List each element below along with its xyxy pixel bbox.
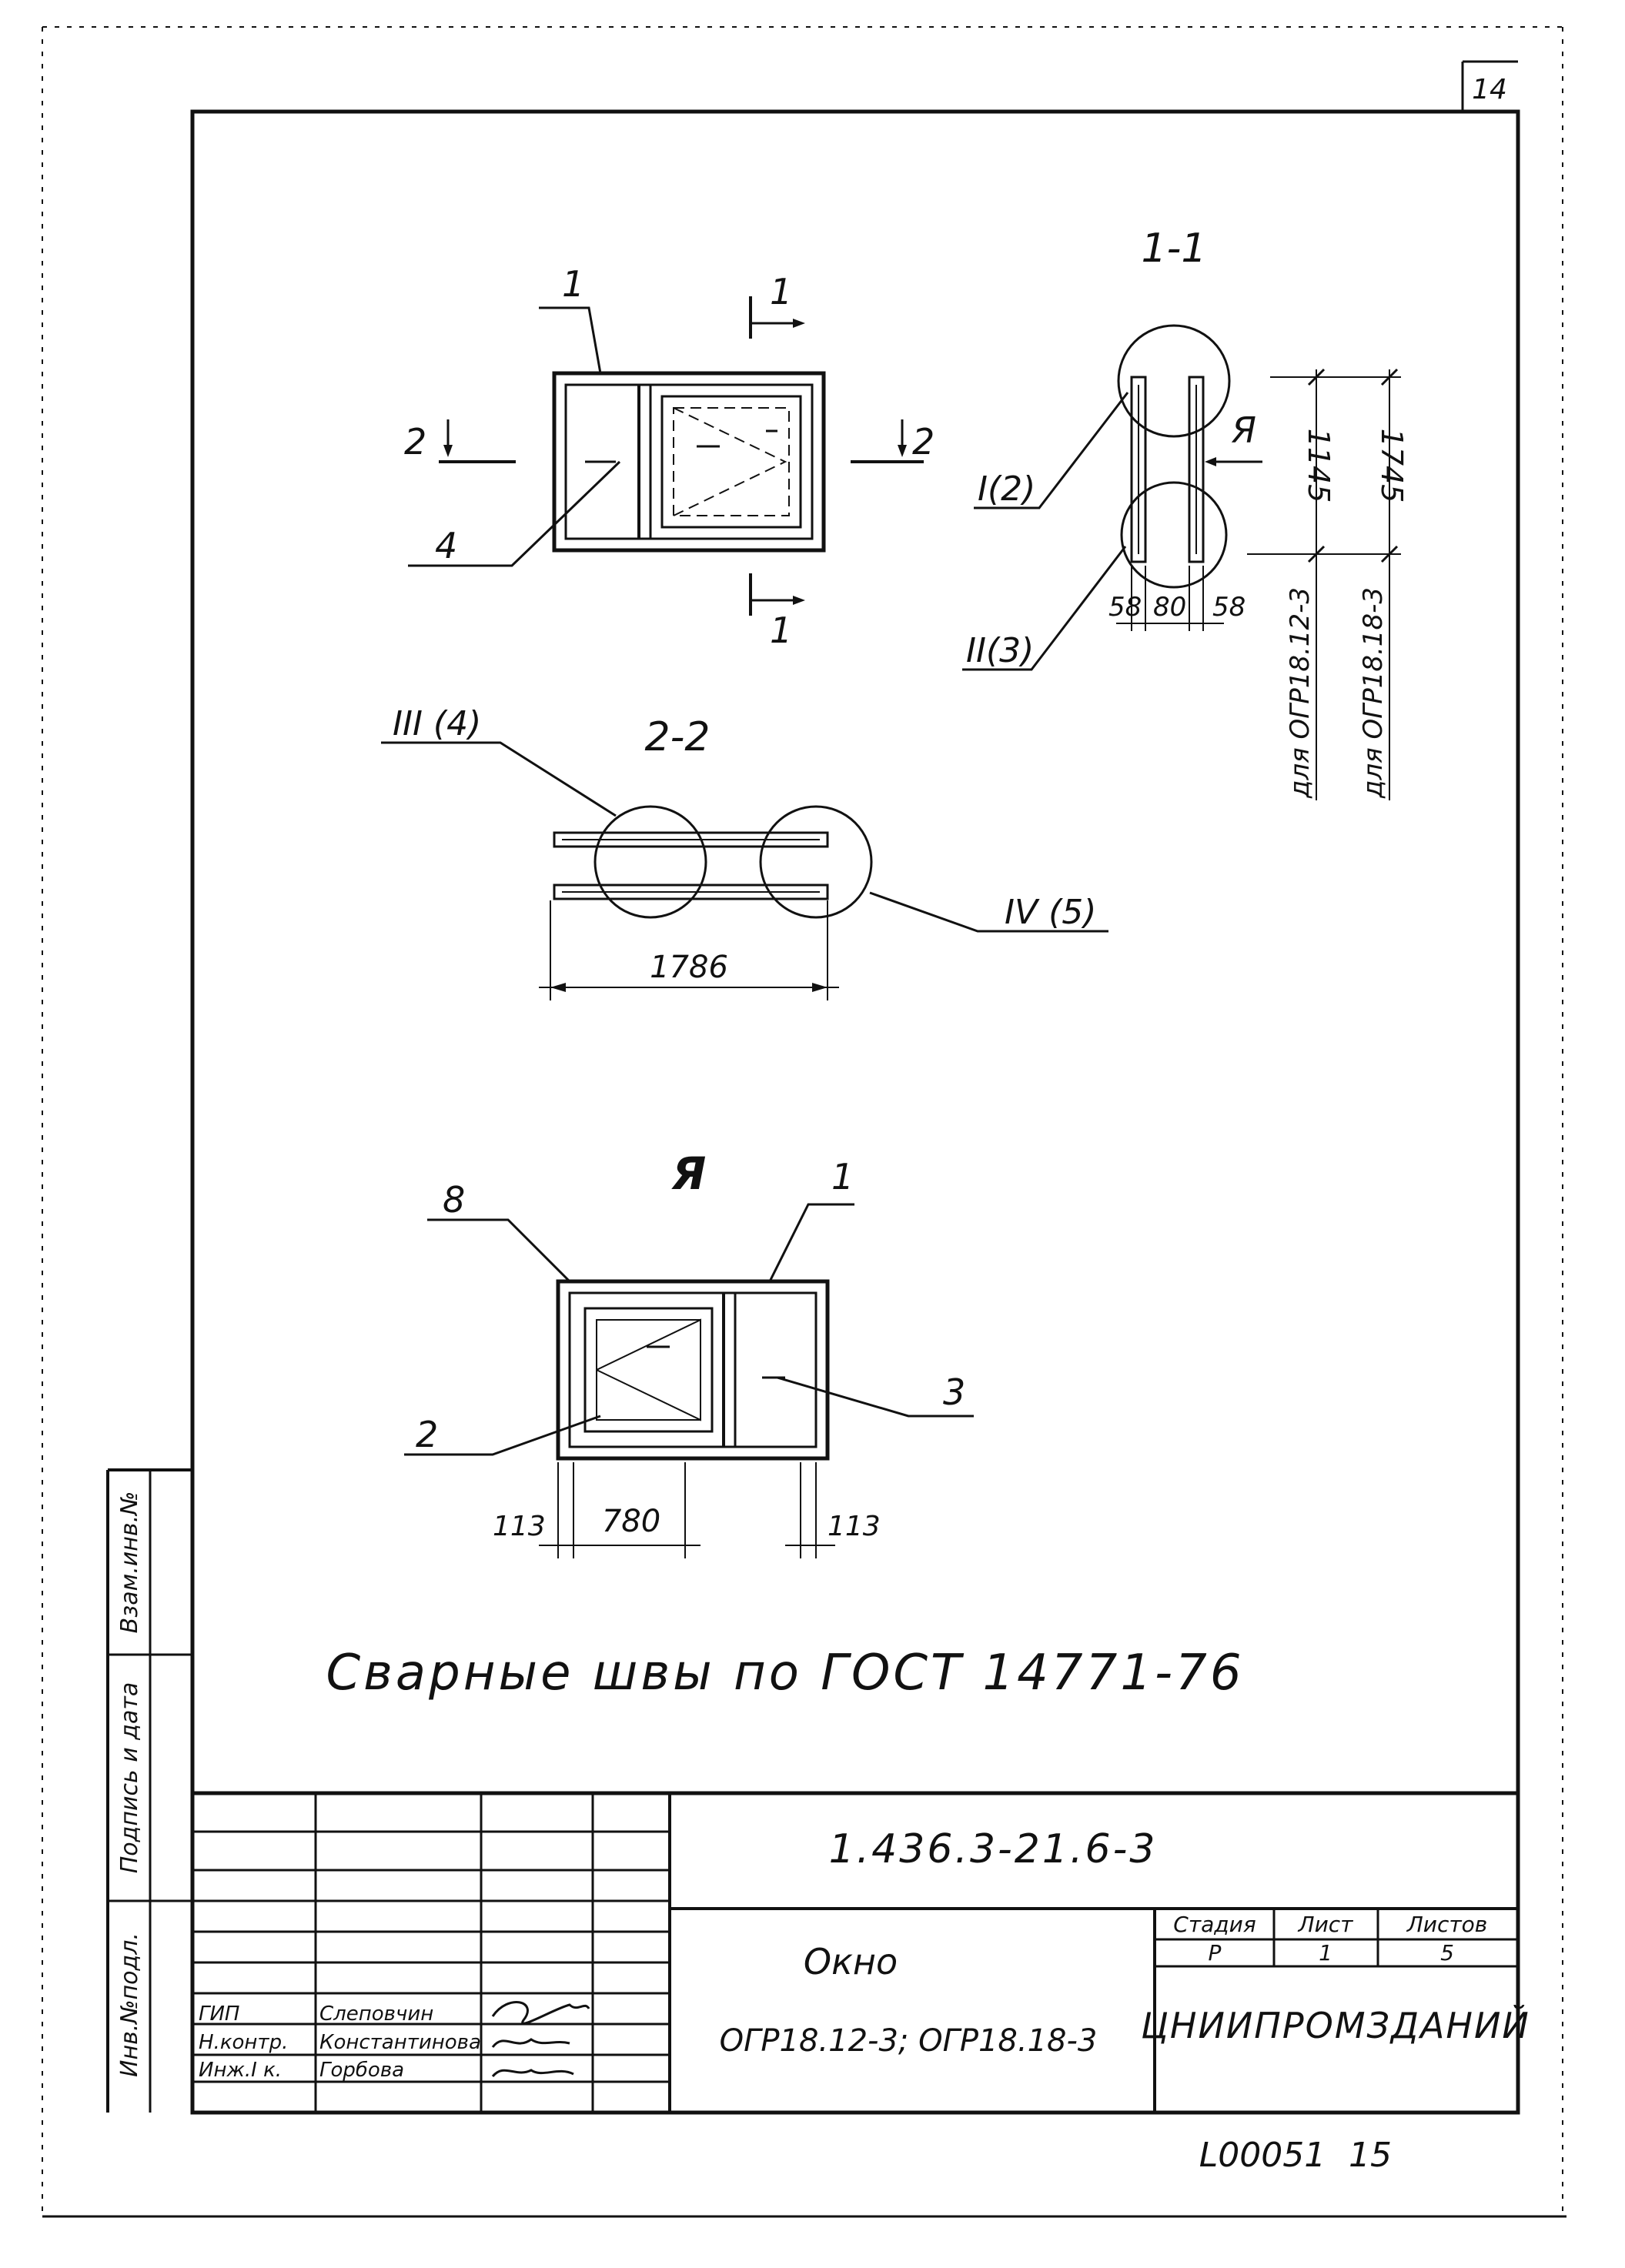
dim-58-right: 58	[1212, 592, 1245, 623]
col-sheets-header: Листов	[1406, 1912, 1488, 1937]
designation: 1.436.3-21.6-3	[829, 1826, 1158, 1872]
note-ogr-18-18: для ОГР18.18-3	[1358, 587, 1389, 799]
view-ya-leader-2: 2	[416, 1414, 438, 1455]
view-ya-mark: Я	[1231, 409, 1256, 451]
staff-name-nkontr: Константинова	[319, 2031, 481, 2054]
section-1-mark-bottom: 1	[770, 610, 792, 651]
dim-1145: 1145	[1302, 429, 1336, 503]
section-2-2	[381, 741, 1108, 1000]
signature-gip	[491, 2001, 590, 2025]
stamp-inv-no: Инв.№подл.	[116, 1932, 143, 2077]
detail-III-label: III (4)	[393, 704, 481, 743]
col-sheet-header: Лист	[1298, 1912, 1354, 1937]
staff-role-inzh: Инж.I к.	[199, 2059, 282, 2082]
stage-value: Р	[1209, 1940, 1222, 1966]
staff-name-gip: Слеповчин	[319, 2002, 433, 2026]
stamp-sign-date: Подпись и дата	[116, 1682, 143, 1874]
dim-780: 780	[602, 1504, 660, 1539]
dim-80: 80	[1153, 592, 1186, 623]
staff-role-gip: ГИП	[199, 2002, 240, 2026]
dim-58-left: 58	[1108, 592, 1142, 623]
elevation-leader-panel: 4	[435, 525, 457, 566]
title-name-line1: Окно	[804, 1941, 898, 1982]
section-2-2-title: 2-2	[645, 714, 711, 760]
dim-1786: 1786	[650, 950, 728, 985]
page-number: 15	[1349, 2136, 1392, 2175]
section-2-mark-right: 2	[912, 421, 935, 463]
col-stage-header: Стадия	[1173, 1912, 1256, 1937]
detail-I-label: I(2)	[978, 469, 1035, 509]
stamp-repl-inv: Взам.инв.№	[116, 1491, 143, 1634]
view-ya	[404, 1203, 974, 1558]
staff-name-inzh: Горбова	[319, 2059, 404, 2082]
elevation-view	[408, 296, 924, 616]
organization: ЦНИИПРОМЗДАНИЙ	[1141, 2005, 1530, 2046]
detail-IV-label: IV (5)	[1005, 893, 1096, 932]
sheet-corner-number: 14	[1472, 74, 1507, 105]
title-name-line2: ОГР18.12-3; ОГР18.18-3	[720, 2023, 1098, 2059]
dim-113-left: 113	[493, 1511, 546, 1542]
archive-code: L00051	[1199, 2136, 1326, 2175]
view-ya-title: Я	[671, 1147, 707, 1200]
drawing-frame	[190, 109, 1520, 2115]
dim-113-right: 113	[828, 1511, 881, 1542]
section-1-1-title: 1-1	[1142, 225, 1207, 272]
signature-inzh	[491, 2069, 574, 2078]
trim-lines	[42, 26, 1563, 2216]
staff-role-nkontr: Н.контр.	[199, 2031, 288, 2054]
signature-nkontr	[491, 2038, 570, 2048]
section-2-mark-left: 2	[404, 421, 426, 463]
dim-1745: 1745	[1375, 429, 1409, 503]
elevation-leader-frame: 1	[562, 263, 584, 305]
view-ya-leader-8: 8	[443, 1179, 465, 1221]
section-1-1	[962, 324, 1401, 800]
section-1-mark-top: 1	[770, 271, 792, 312]
side-stamp	[106, 1468, 192, 2113]
corner-number-box: 14	[1461, 60, 1518, 112]
title-block-grid	[192, 1791, 1518, 2113]
weld-note: Сварные швы по ГОСТ 14771-76	[326, 1645, 1244, 1702]
detail-II-label: II(3)	[966, 631, 1034, 670]
sheets-value: 5	[1440, 1940, 1454, 1966]
view-ya-leader-1: 1	[831, 1156, 854, 1197]
view-ya-leader-3: 3	[943, 1371, 965, 1413]
note-ogr-18-12: для ОГР18.12-3	[1285, 587, 1316, 799]
sheet-value: 1	[1319, 1940, 1332, 1966]
